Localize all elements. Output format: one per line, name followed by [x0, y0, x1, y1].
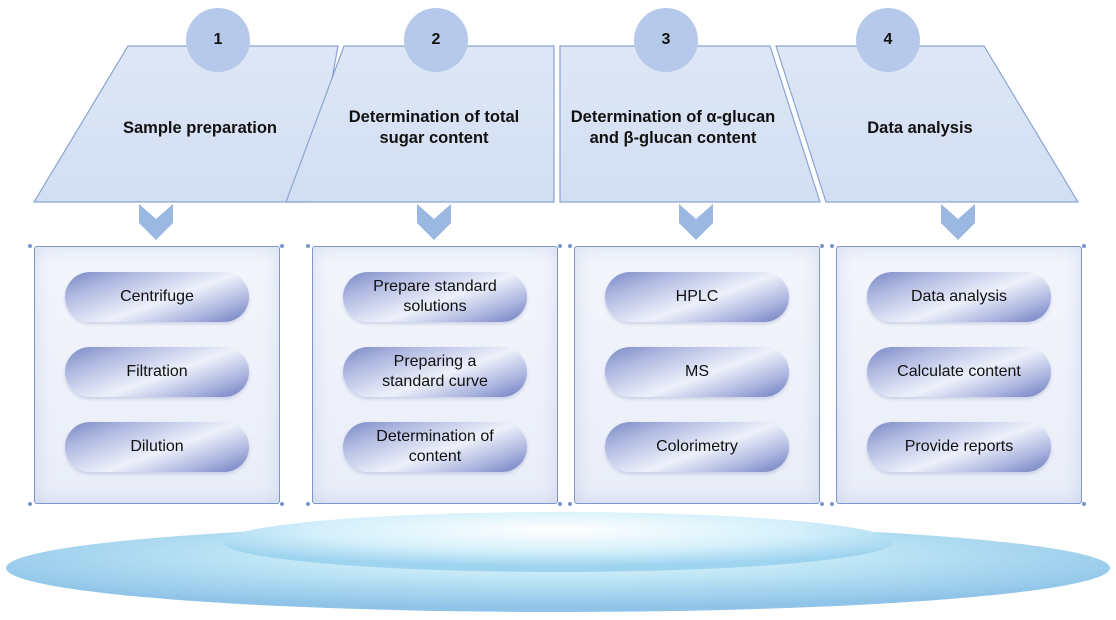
step-2-number-badge: 2 — [404, 8, 468, 72]
step-1-number-badge: 1 — [186, 8, 250, 72]
step-2-panel: Prepare standard solutions Preparing a s… — [312, 246, 558, 504]
step-1-panel: Centrifuge Filtration Dilution — [34, 246, 280, 504]
step-3-item-2: MS — [605, 347, 789, 397]
chevron-down-icon — [679, 204, 713, 240]
step-2-item-3-label: Determination of content — [376, 428, 494, 465]
platform-inner-ellipse — [223, 512, 893, 572]
step-4-item-2: Calculate content — [867, 347, 1051, 397]
step-4-item-3-label: Provide reports — [904, 438, 1014, 455]
step-2-number: 2 — [431, 31, 441, 48]
step-4-panel: Data analysis Calculate content Provide … — [836, 246, 1082, 504]
panel-sparkles — [28, 244, 1086, 506]
step-2-item-3: Determination of content — [343, 422, 527, 472]
step-1-item-3: Dilution — [65, 422, 249, 472]
step-4-item-3: Provide reports — [867, 422, 1051, 472]
chevron-down-icon — [941, 204, 975, 240]
arrows — [139, 204, 975, 240]
step-4-number: 4 — [883, 31, 893, 48]
step-1-number: 1 — [213, 31, 223, 48]
step-4-item-2-label: Calculate content — [897, 363, 1021, 380]
step-3-item-3-label: Colorimetry — [656, 438, 738, 455]
chevron-down-icon — [417, 204, 451, 240]
step-2-item-1-label: Prepare standard solutions — [373, 278, 497, 315]
step-2-item-2: Preparing a standard curve — [343, 347, 527, 397]
step-3-item-3: Colorimetry — [605, 422, 789, 472]
step-4-item-1-label: Data analysis — [910, 288, 1008, 305]
step-3-number-badge: 3 — [634, 8, 698, 72]
step-3-panel: HPLC MS Colorimetry — [574, 246, 820, 504]
platform — [6, 512, 1110, 612]
step-4-title: Data analysis — [867, 118, 973, 137]
step-1-item-2: Filtration — [65, 347, 249, 397]
step-3-item-1-label: HPLC — [675, 288, 719, 305]
step-3-number: 3 — [661, 31, 671, 48]
step-3-title: Determination of α-glucan and β-glucan c… — [570, 108, 776, 147]
step-4-number-badge: 4 — [856, 8, 920, 72]
step-3-item-1: HPLC — [605, 272, 789, 322]
step-2-item-1: Prepare standard solutions — [343, 272, 527, 322]
step-4-item-1: Data analysis — [867, 272, 1051, 322]
step-1-item-2-label: Filtration — [126, 363, 188, 380]
chevron-down-icon — [139, 204, 173, 240]
step-1-item-1-label: Centrifuge — [120, 288, 194, 305]
step-1-item-1: Centrifuge — [65, 272, 249, 322]
step-1-title: Sample preparation — [122, 118, 278, 137]
step-2-item-2-label: Preparing a standard curve — [382, 353, 488, 390]
header-trapezoids — [32, 45, 1080, 203]
step-1-item-3-label: Dilution — [130, 438, 184, 455]
step-3-header-shape — [559, 45, 821, 203]
step-2-title: Determination of total sugar content — [348, 108, 520, 147]
step-2-header-shape — [285, 45, 555, 203]
step-3-item-2-label: MS — [685, 363, 709, 380]
